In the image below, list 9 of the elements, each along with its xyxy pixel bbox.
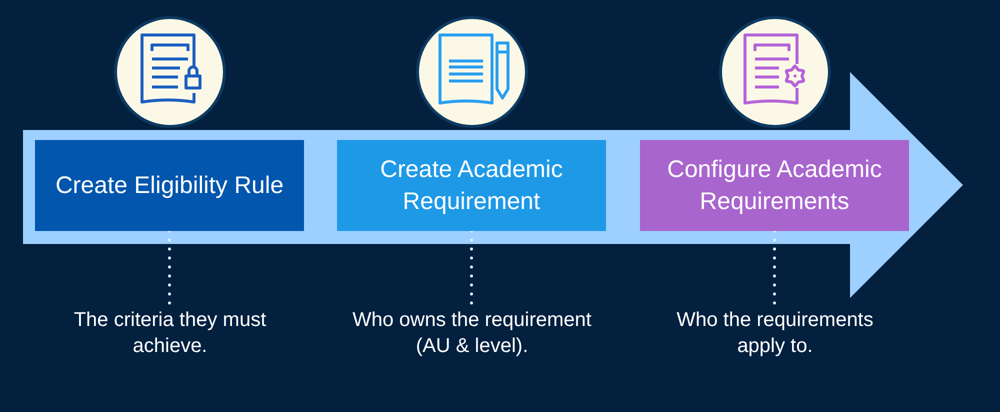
step-description: The criteria they must achieve. [55,307,285,359]
step-title: Configure Academic Requirements [666,154,883,216]
process-box [640,140,909,231]
process-box [337,140,606,231]
step-description: Who owns the requirement (AU & level). [340,307,604,359]
step-title: Create Academic Requirement [379,154,564,216]
process-box [35,140,304,231]
step-description: Who the requirements apply to. [660,307,890,359]
step-title: Create Eligibility Rule [55,170,284,200]
